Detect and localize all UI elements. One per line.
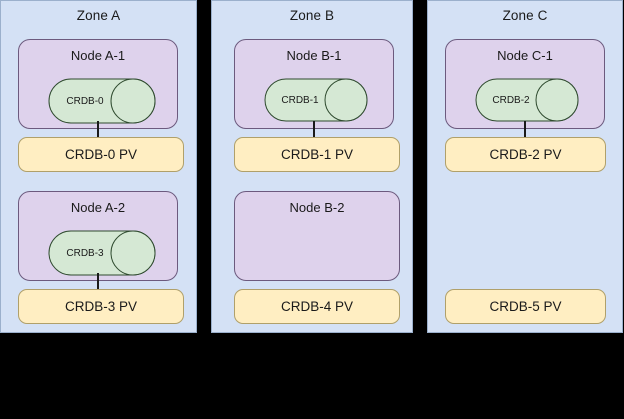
node-title-b-1: Node B-1: [286, 48, 342, 63]
zone-container-a[interactable]: Zone A Node A-1 CRDB-0 CRDB-0 PV Node A-…: [0, 0, 197, 333]
node-container-b-2[interactable]: Node B-2: [234, 191, 400, 281]
pv-box-crdb-1[interactable]: CRDB-1 PV: [234, 137, 400, 172]
zone-title-b: Zone B: [289, 8, 335, 23]
node-title-a-2: Node A-2: [70, 200, 126, 215]
connector-node-b-1-to-pv: [313, 121, 315, 139]
pv-box-crdb-5[interactable]: CRDB-5 PV: [445, 289, 606, 324]
node-container-a-2[interactable]: Node A-2 CRDB-3: [18, 191, 178, 281]
connector-node-c-1-to-pv: [524, 121, 526, 139]
pv-box-crdb-4[interactable]: CRDB-4 PV: [234, 289, 400, 324]
zone-title-a: Zone A: [76, 8, 121, 23]
database-cylinder-crdb-2[interactable]: CRDB-2: [475, 78, 579, 122]
connector-node-a-2-to-pv: [97, 273, 99, 291]
zone-container-c[interactable]: Zone C Node C-1 CRDB-2 CRDB-2 PV CRDB-5 …: [427, 0, 623, 333]
zone-title-c: Zone C: [502, 8, 548, 23]
node-container-a-1[interactable]: Node A-1 CRDB-0: [18, 39, 178, 129]
node-title-c-1: Node C-1: [497, 48, 553, 63]
database-cylinder-crdb-1[interactable]: CRDB-1: [264, 78, 368, 122]
database-cylinder-crdb-0[interactable]: CRDB-0: [48, 78, 156, 124]
pv-box-crdb-2[interactable]: CRDB-2 PV: [445, 137, 606, 172]
pv-box-crdb-3[interactable]: CRDB-3 PV: [18, 289, 184, 324]
database-cylinder-crdb-3[interactable]: CRDB-3: [48, 230, 156, 276]
connector-node-a-1-to-pv: [97, 121, 99, 139]
node-container-b-1[interactable]: Node B-1 CRDB-1: [234, 39, 394, 129]
zone-container-b[interactable]: Zone B Node B-1 CRDB-1 CRDB-1 PV Node B-…: [211, 0, 413, 333]
pv-box-crdb-0[interactable]: CRDB-0 PV: [18, 137, 184, 172]
node-title-b-2: Node B-2: [289, 200, 345, 215]
node-title-a-1: Node A-1: [70, 48, 126, 63]
node-container-c-1[interactable]: Node C-1 CRDB-2: [445, 39, 605, 129]
